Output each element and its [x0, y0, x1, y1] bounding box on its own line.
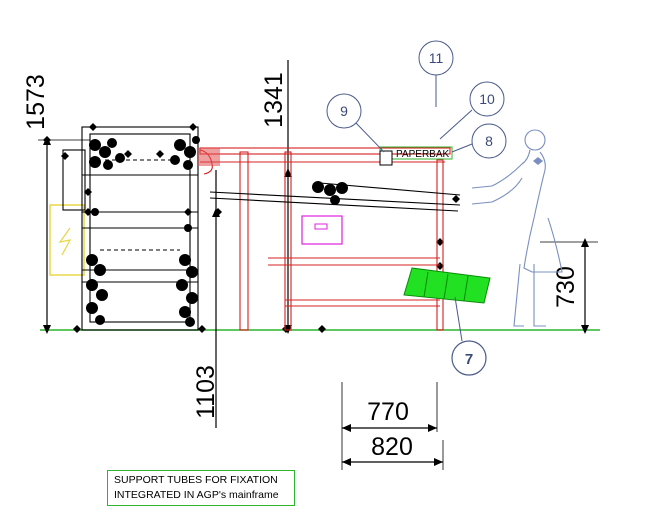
support-tubes-note: SUPPORT TUBES FOR FIXATION INTEGRATED IN…	[107, 470, 295, 506]
svg-text:10: 10	[479, 91, 495, 107]
product-box	[301, 215, 343, 245]
paperbak-tag: PAPERBAK	[379, 146, 453, 166]
note-line-2: INTEGRATED IN AGP's mainframe	[114, 489, 279, 501]
svg-text:11: 11	[429, 50, 444, 66]
dim-text-1341: 1341	[260, 72, 288, 128]
dimension-frame-height: 1341	[260, 60, 292, 334]
balloon-8: 8	[451, 123, 507, 159]
operator-badge	[533, 157, 543, 165]
svg-text:7: 7	[465, 351, 473, 368]
frame-bracket	[198, 148, 220, 166]
electrical-cabinet	[49, 204, 85, 276]
svg-text:9: 9	[340, 103, 348, 119]
frame-markers	[43, 123, 460, 333]
svg-text:8: 8	[485, 133, 493, 149]
dim-text-1103: 1103	[192, 365, 220, 419]
balloon-9: 9	[326, 93, 385, 153]
dimension-operator-height: 730	[540, 238, 598, 334]
support-frame	[199, 147, 451, 331]
balloon-10: 10	[439, 81, 505, 140]
paperbak-label: PAPERBAK	[396, 149, 449, 160]
dim-text-820: 820	[371, 433, 413, 461]
dimension-overall-height: 1573	[22, 74, 90, 334]
green-container	[403, 267, 491, 304]
roller-cluster-bottom	[86, 208, 198, 327]
dimension-depth: 770 820	[341, 382, 444, 470]
dim-text-770: 770	[367, 398, 409, 426]
dim-text-730: 730	[552, 266, 580, 308]
dim-text-1573: 1573	[22, 74, 50, 130]
balloon-11: 11	[418, 40, 454, 107]
operator-figure	[471, 129, 563, 327]
balloon-7: 7	[451, 296, 487, 376]
note-line-1: SUPPORT TUBES FOR FIXATION	[114, 474, 278, 486]
dimension-table-height: 1103	[192, 170, 220, 428]
conveyor-rollers	[312, 181, 348, 205]
roller-cluster-top	[89, 136, 200, 170]
